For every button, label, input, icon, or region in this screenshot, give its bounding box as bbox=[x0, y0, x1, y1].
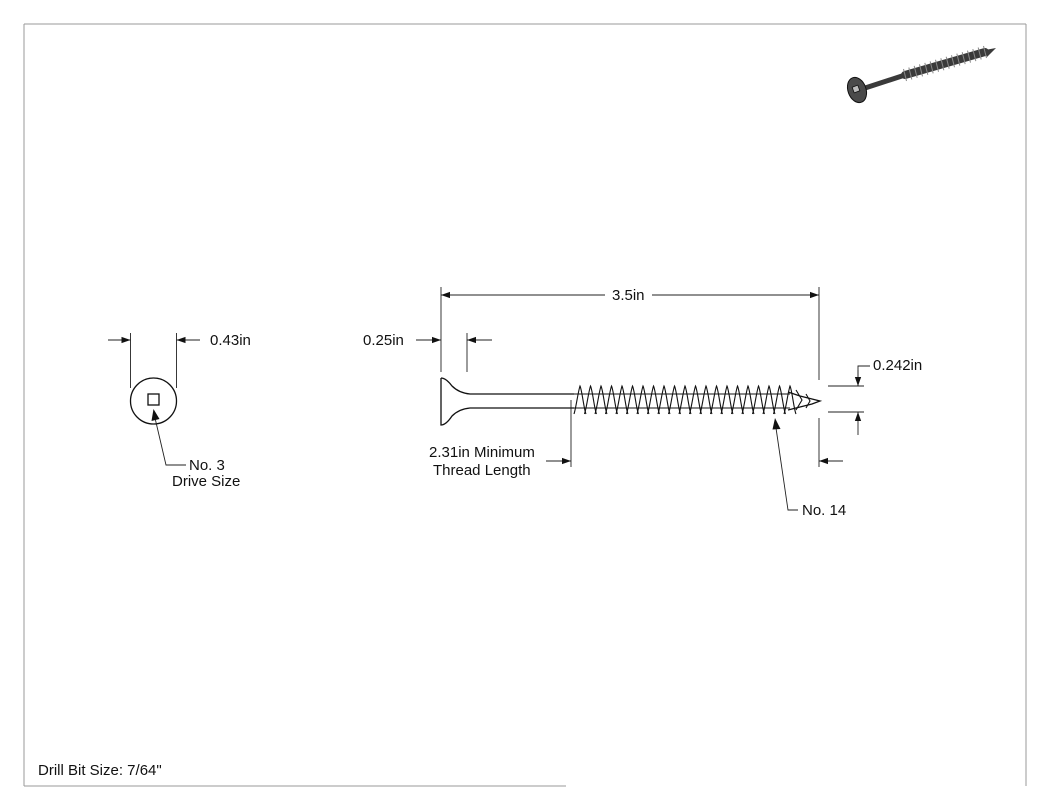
drive-size-label-line2: Drive Size bbox=[172, 473, 240, 490]
screw-head-circle bbox=[129, 377, 178, 425]
shank-diameter-label: 0.242in bbox=[873, 357, 922, 374]
drive-size-label-line1: No. 3 bbox=[189, 457, 225, 474]
screw-thread bbox=[573, 384, 797, 415]
drive-leader-arrow bbox=[151, 409, 160, 421]
screw-head-profile bbox=[440, 377, 574, 426]
overall-length-label: 3.5in bbox=[612, 287, 645, 304]
screw-isometric-thumbnail bbox=[846, 45, 996, 104]
sheet-border bbox=[23, 23, 1027, 787]
thread-length-label-line1: 2.31in Minimum bbox=[429, 444, 535, 461]
screw-size-leader-arrow bbox=[772, 418, 781, 430]
side-view: 3.5in 0.25in 2.31in Minimum Thread Lengt… bbox=[363, 287, 922, 519]
drill-bit-size-label: Drill Bit Size: 7/64" bbox=[38, 762, 162, 779]
head-height-label: 0.25in bbox=[363, 332, 404, 349]
head-diameter-label: 0.43in bbox=[210, 332, 251, 349]
thread-length-label-line2: Thread Length bbox=[433, 462, 531, 479]
square-drive-recess bbox=[147, 393, 160, 406]
head-view: 0.43in No. 3 Drive Size bbox=[108, 332, 251, 490]
screw-size-label: No. 14 bbox=[802, 502, 846, 519]
